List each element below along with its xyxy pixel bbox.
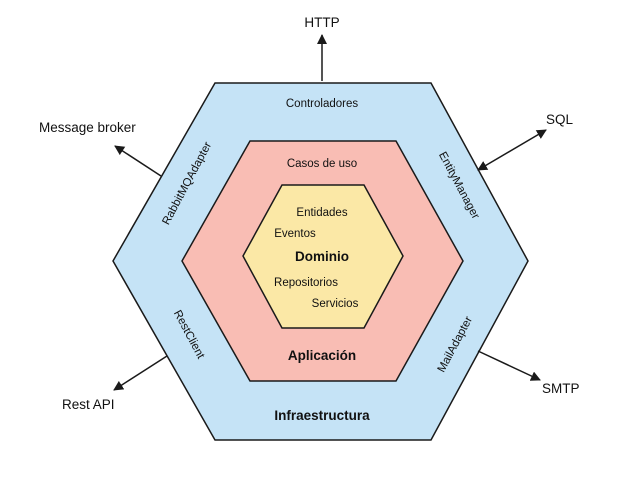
sql-label: SQL: [546, 112, 574, 127]
sql-arrow: [477, 129, 547, 171]
message-broker-arrow: [114, 145, 162, 177]
message-broker-label: Message broker: [39, 120, 136, 135]
eventos-label: Eventos: [274, 228, 316, 240]
infraestructura-title: Infraestructura: [274, 408, 370, 423]
servicios-label: Servicios: [312, 298, 359, 310]
rest-api-label: Rest API: [62, 397, 115, 412]
smtp-arrow: [477, 350, 541, 381]
dominio-title: Dominio: [295, 249, 349, 264]
controladores-label: Controladores: [286, 98, 358, 110]
entidades-label: Entidades: [296, 207, 347, 219]
http-label: HTTP: [304, 15, 339, 30]
aplicacion-title: Aplicación: [288, 348, 356, 363]
repositorios-label: Repositorios: [274, 277, 338, 289]
dominio-hexagon: [242, 184, 404, 329]
casos-de-uso-label: Casos de uso: [287, 158, 357, 170]
smtp-label: SMTP: [542, 381, 580, 396]
rest-api-arrow: [113, 355, 168, 391]
